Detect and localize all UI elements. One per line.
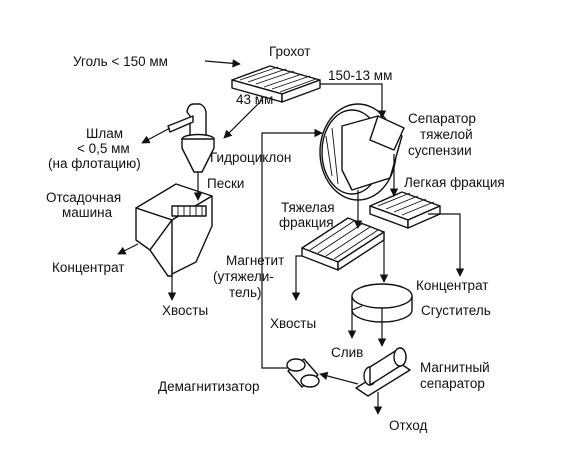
tailings-mid-label: Хвосты (270, 316, 316, 331)
heavy-fraction-label-1: Тяжелая (281, 200, 335, 215)
magnetic-separator-equipment (355, 347, 411, 397)
demagnetizer-label: Демагнитизатор (158, 379, 260, 394)
slime-label-2: < 0,5 мм (77, 141, 130, 156)
separator-drum-equipment (319, 103, 405, 201)
magnetite-return-arrow (261, 128, 323, 369)
light-fraction-label: Легкая фракция (404, 175, 505, 190)
size-150-13-label: 150-13 мм (328, 68, 392, 83)
thickener-label: Сгуститель (421, 303, 491, 318)
coal-feed-arrow (204, 59, 241, 68)
separator-label-1: Сепаратор (408, 111, 476, 126)
magnetite-label-2: (утяжели- (213, 269, 274, 284)
overflow-label: Слив (331, 345, 363, 360)
magnetite-label-1: Магнетит (226, 253, 284, 268)
magsep-label-1: Магнитный (420, 360, 490, 375)
demagnetizer-equipment (286, 358, 320, 388)
slime-arrow (141, 127, 171, 144)
concentrate-right-label: Концентрат (416, 278, 488, 293)
size-43-label: 43 мм (236, 92, 273, 107)
hydrocyclone-label: Гидроциклон (210, 150, 291, 165)
overflow-arrow (347, 305, 363, 339)
undersize-to-cyclone-arrow (223, 99, 263, 139)
tailings-left-label: Хвосты (162, 303, 208, 318)
hydrocyclone-equipment (167, 103, 215, 173)
concentrate-arrow (428, 213, 465, 277)
screen-equipment (231, 65, 321, 103)
separator-label-2: тяжелой (420, 127, 473, 142)
slime-label-1: Шлам (86, 126, 123, 141)
jig-concentrate-arrow (117, 243, 139, 255)
sands-label: Пески (207, 176, 244, 191)
jig-label-1: Отсадочная (46, 190, 121, 205)
heavy-tailings-arrow (291, 255, 302, 301)
coal-label: Уголь < 150 мм (73, 54, 168, 69)
magnetite-label-3: тель) (229, 285, 262, 300)
flow-lines (117, 59, 465, 415)
concentrate-left-label: Концентрат (52, 260, 124, 275)
labels: Уголь < 150 мм Грохот 43 мм 150-13 мм Се… (46, 44, 505, 433)
jig-label-2: машина (62, 205, 113, 220)
waste-label: Отход (389, 418, 427, 433)
magsep-label-2: сепаратор (420, 376, 485, 391)
to-demagnetizer-arrow (319, 371, 359, 385)
light-fraction-screen-equipment (369, 191, 441, 229)
heavy-fraction-label-2: фракция (279, 215, 334, 230)
screen-label: Грохот (269, 44, 310, 59)
slime-label-3: (на флотацию) (48, 156, 141, 171)
jig-equipment (135, 183, 213, 277)
oversize-to-separator-arrow (320, 83, 387, 119)
heavy-fraction-screen-equipment (301, 217, 385, 271)
separator-label-3: суспензии (408, 143, 472, 158)
